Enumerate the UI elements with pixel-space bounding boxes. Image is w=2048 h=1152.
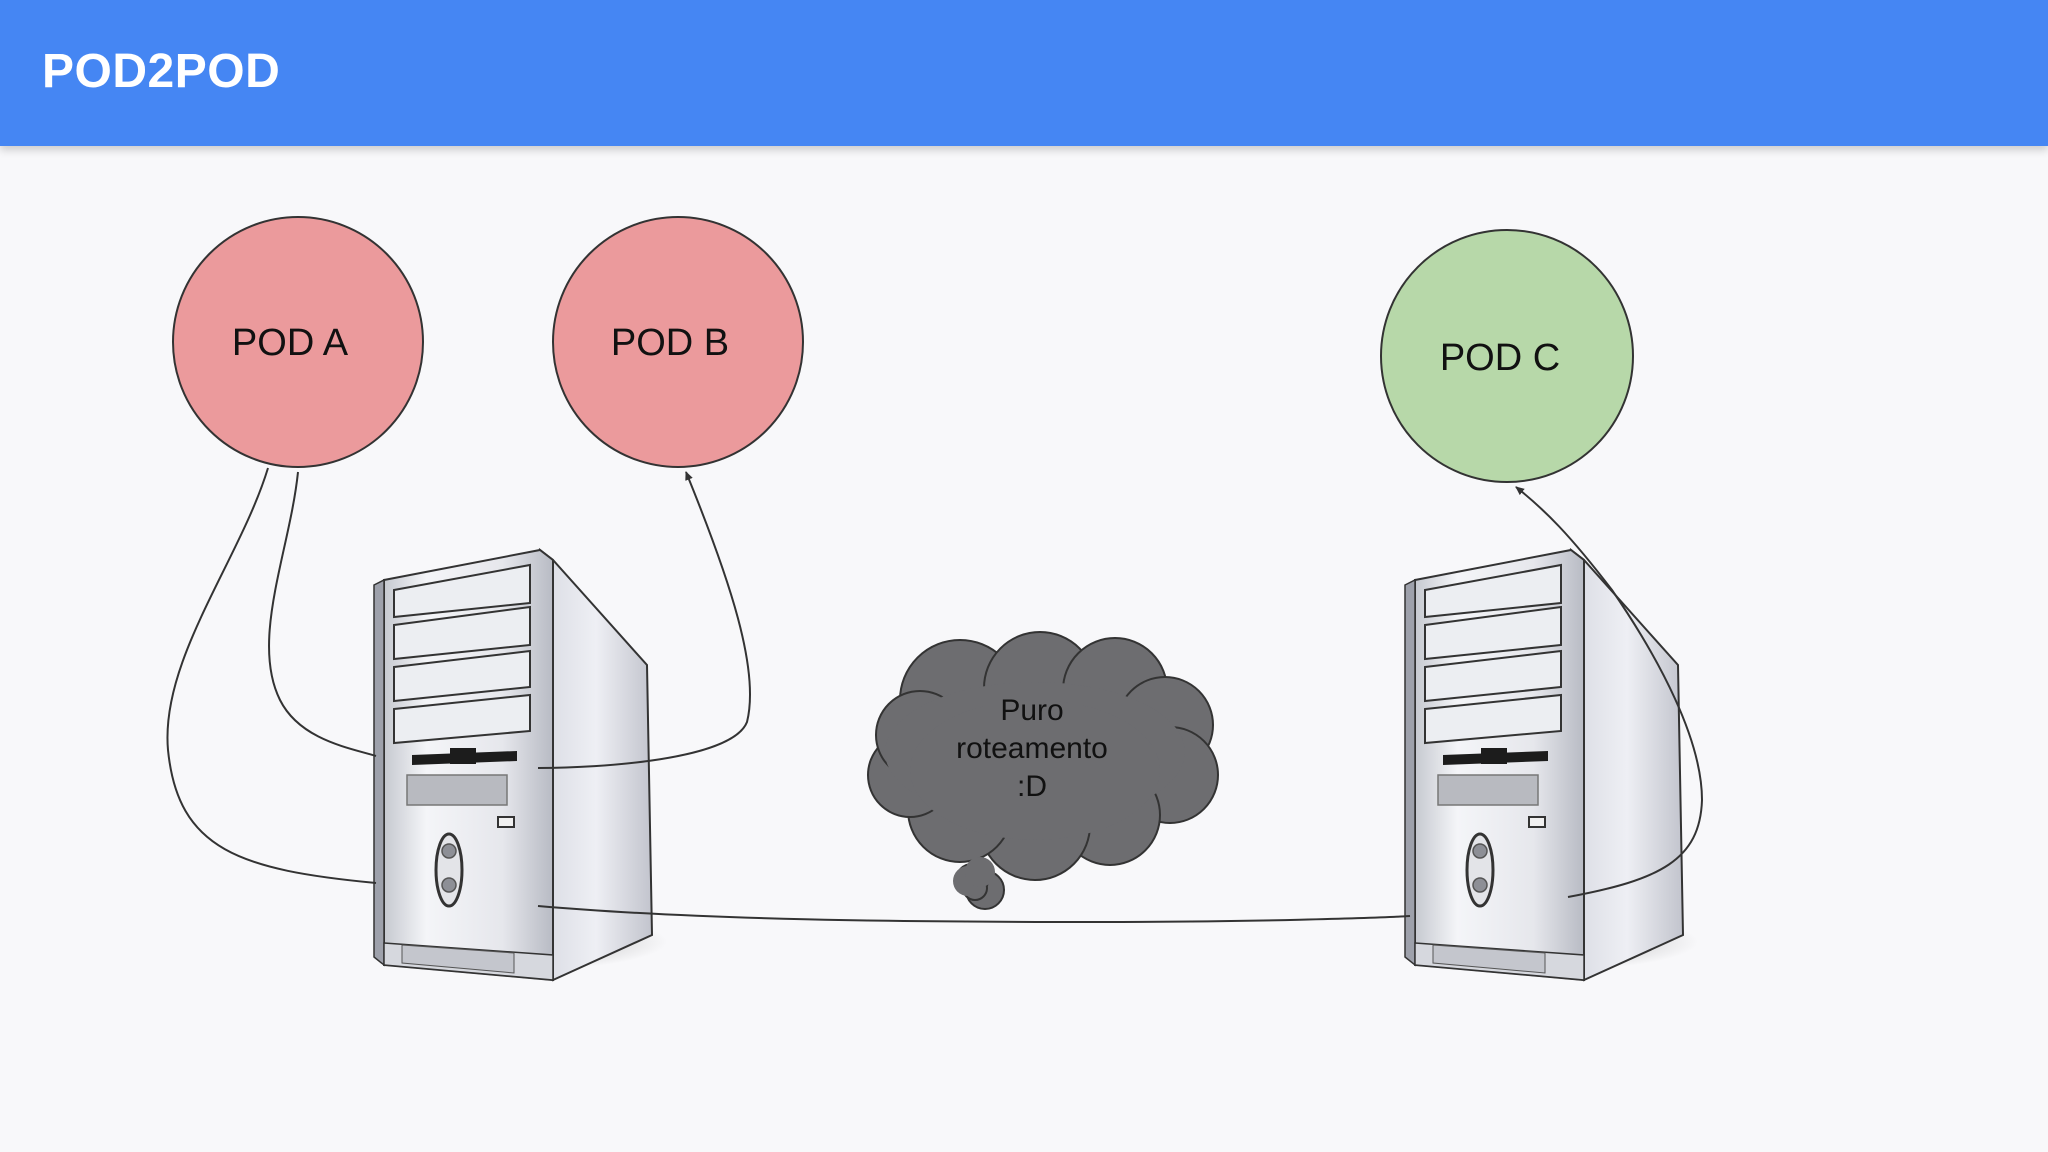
page-title: POD2POD (42, 45, 281, 98)
cloud-line-1: Puro (1000, 694, 1063, 727)
pod-a: POD A (172, 216, 424, 468)
connector-pod-b (537, 471, 752, 769)
connector-pod-a-inner (268, 471, 377, 757)
pod-c-label: POD C (1440, 337, 1560, 379)
pod-b: POD B (552, 216, 804, 468)
thought-cloud: Puro roteamento :D (867, 631, 1219, 910)
connector-pod-a-outer (166, 467, 377, 884)
pod-b-circle (552, 216, 804, 468)
pod-c-circle (1380, 229, 1634, 483)
cloud-line-3: :D (1017, 770, 1047, 803)
header-bar: POD2POD (0, 0, 2048, 146)
connector-bridge (537, 905, 1411, 924)
cloud-line-2: roteamento (956, 732, 1108, 765)
pod-a-circle (172, 216, 424, 468)
pod-c: POD C (1380, 229, 1634, 483)
pod-a-label: POD A (232, 322, 349, 364)
pod-b-label: POD B (611, 322, 729, 364)
connector-pod-c (1515, 486, 1704, 898)
right-server-icon (1403, 548, 1700, 982)
